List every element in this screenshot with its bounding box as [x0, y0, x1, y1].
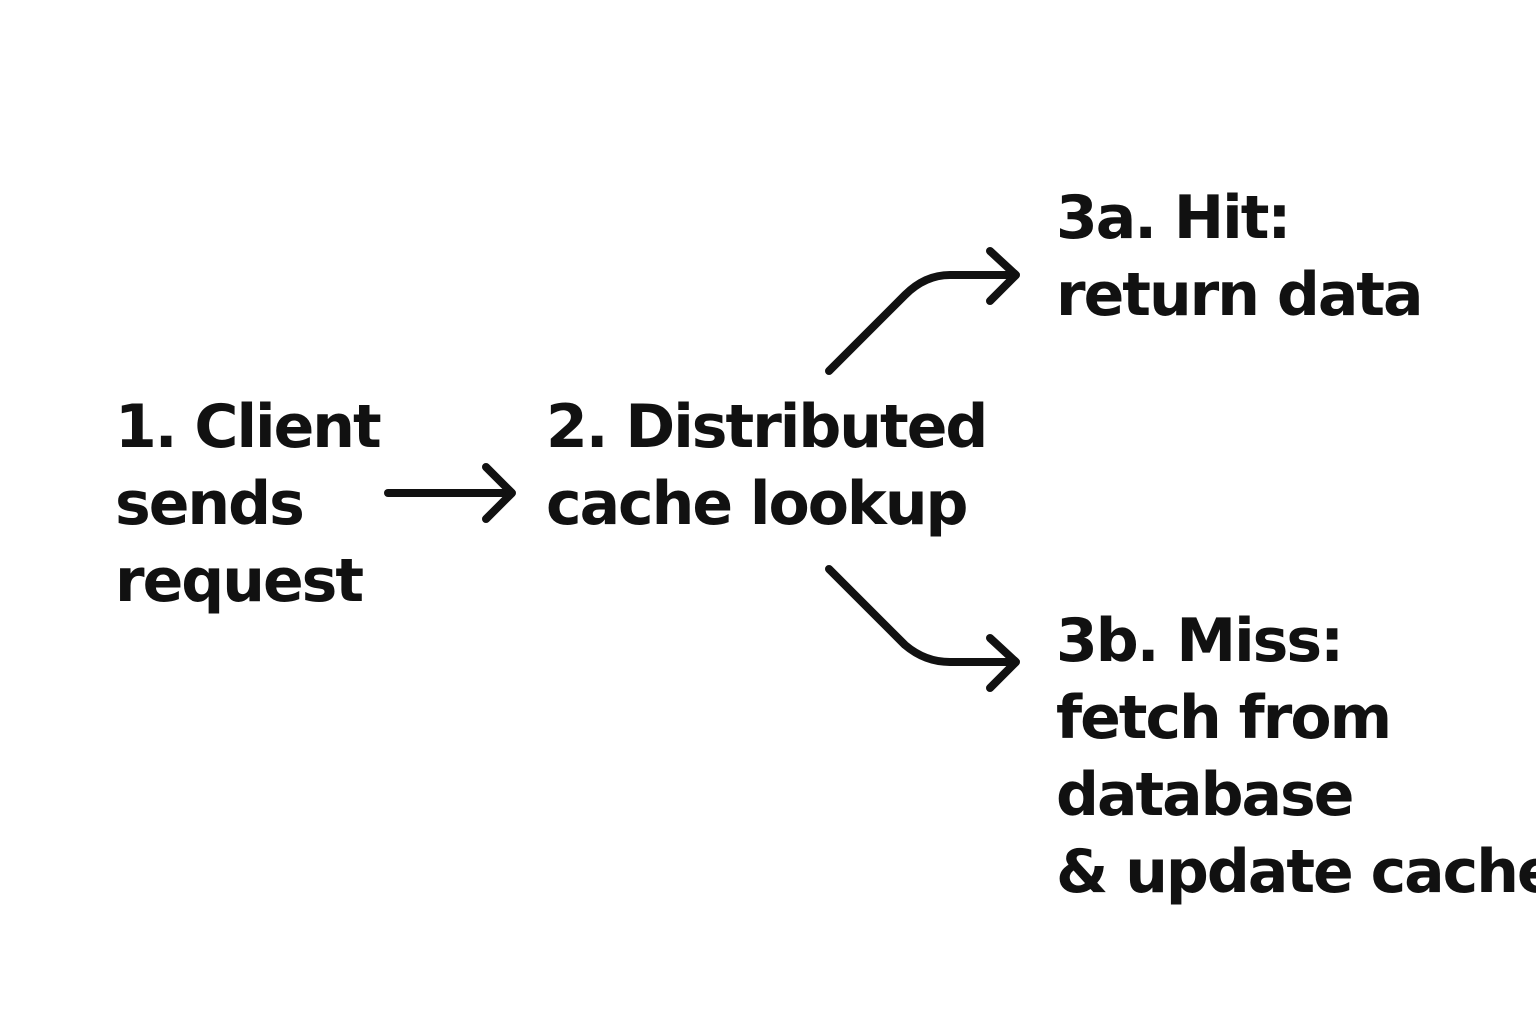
step-miss-line-2: database: [1056, 760, 1354, 830]
step-hit-line-1: return data: [1056, 260, 1423, 330]
step-miss-heading: 3b. Miss:: [1056, 606, 1344, 676]
step-cache-hit: 3a. Hit: return data: [1056, 180, 1423, 334]
step-miss-line-1: fetch from: [1056, 683, 1392, 753]
step-cache-lookup: 2. Distributed cache lookup: [546, 389, 988, 543]
step-lookup-line-2: cache lookup: [546, 469, 969, 539]
arrow-lookup-to-hit: [825, 247, 1020, 375]
arrow-lookup-to-miss: [825, 565, 1020, 692]
step-client-line-2: sends: [115, 469, 305, 539]
step-cache-miss: 3b. Miss: fetch from database & update c…: [1056, 603, 1536, 911]
step-client-request: 1. Client sends request: [115, 389, 382, 620]
arrow-client-to-lookup: [384, 463, 516, 523]
step-client-line-3: request: [115, 546, 364, 616]
step-miss-line-3: & update cache: [1056, 837, 1536, 907]
step-hit-heading: 3a. Hit:: [1056, 183, 1291, 253]
step-lookup-line-1: 2. Distributed: [546, 392, 988, 462]
step-client-line-1: 1. Client: [115, 392, 382, 462]
